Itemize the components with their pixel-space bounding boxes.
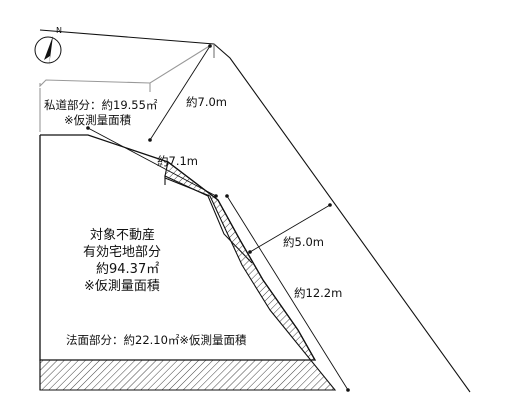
private-road-note: ※仮測量面積 [64,113,132,127]
main-label-line2: 有効宅地部分 [83,245,161,260]
dimension-dots [86,44,350,392]
main-label-line1: 対象不動産 [90,227,155,243]
compass-north-label: N [56,26,62,35]
main-label-line4: ※仮測量面積 [84,279,160,294]
compass: N [34,26,62,66]
compass-arrow-icon [44,36,53,66]
dim-diagonal-label: 約7.1m [157,154,198,168]
private-road-label: 私道部分：約19.55㎡ [44,98,158,112]
dimension-lines [87,45,349,391]
main-label-line3: 約94.37㎡ [96,262,159,277]
road-boundary [39,29,471,393]
slope-hatched-area [39,161,337,391]
dim-top-label: 約7.0m [186,95,227,109]
slope-label: 法面部分：約22.10㎡※仮測量面積 [66,333,247,347]
private-road-area [39,44,212,132]
dim-right-long-label: 約12.2m [294,286,342,300]
dim-right-mid-label: 約5.0m [283,235,324,249]
